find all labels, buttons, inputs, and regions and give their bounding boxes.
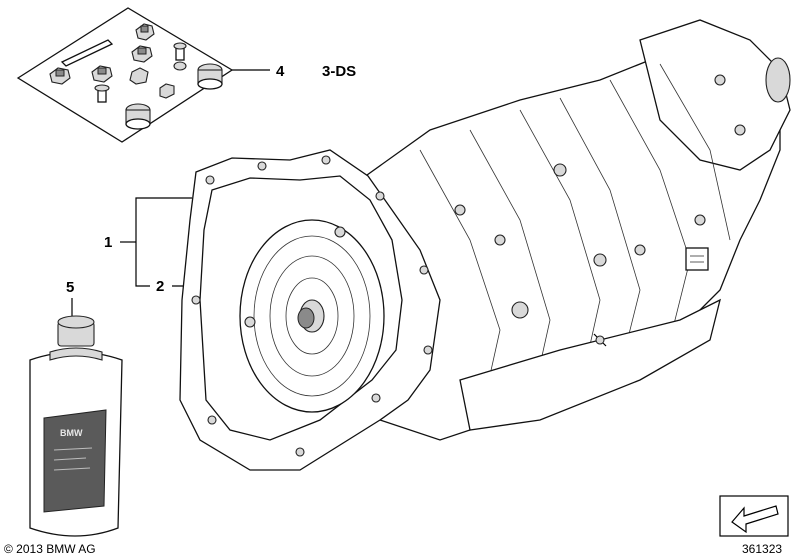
bottle-label-text: BMW [60, 428, 83, 438]
kit-bolt [91, 65, 113, 83]
kit-plug [159, 83, 175, 99]
kit-plug [173, 42, 187, 61]
kit-plug [129, 67, 149, 85]
transmission-oil-bottle: BMW [29, 315, 123, 537]
bottle-label [43, 409, 107, 513]
automatic-transmission [359, 19, 791, 441]
torque-converter [239, 219, 385, 413]
kit-bolt [49, 67, 71, 85]
copyright-text: © 2013 BMW AG [4, 542, 96, 556]
label-part-1: 1 [104, 234, 112, 251]
direction-arrow-icon [719, 495, 789, 537]
kit-plug [94, 84, 110, 103]
kit-bolt [135, 23, 155, 41]
label-part-4: 4 [276, 63, 285, 80]
kit-plug [173, 61, 187, 71]
parts-kit-tray [16, 7, 234, 143]
label-part-5: 5 [66, 279, 74, 296]
leader-bracket-1 [135, 197, 192, 287]
kit-bolt [131, 45, 153, 63]
label-variant-3ds: 3-DS [322, 63, 356, 80]
label-part-2: 2 [156, 278, 164, 295]
diagram-number: 361323 [742, 542, 782, 556]
kit-seal [125, 103, 151, 130]
kit-seal [197, 63, 223, 90]
